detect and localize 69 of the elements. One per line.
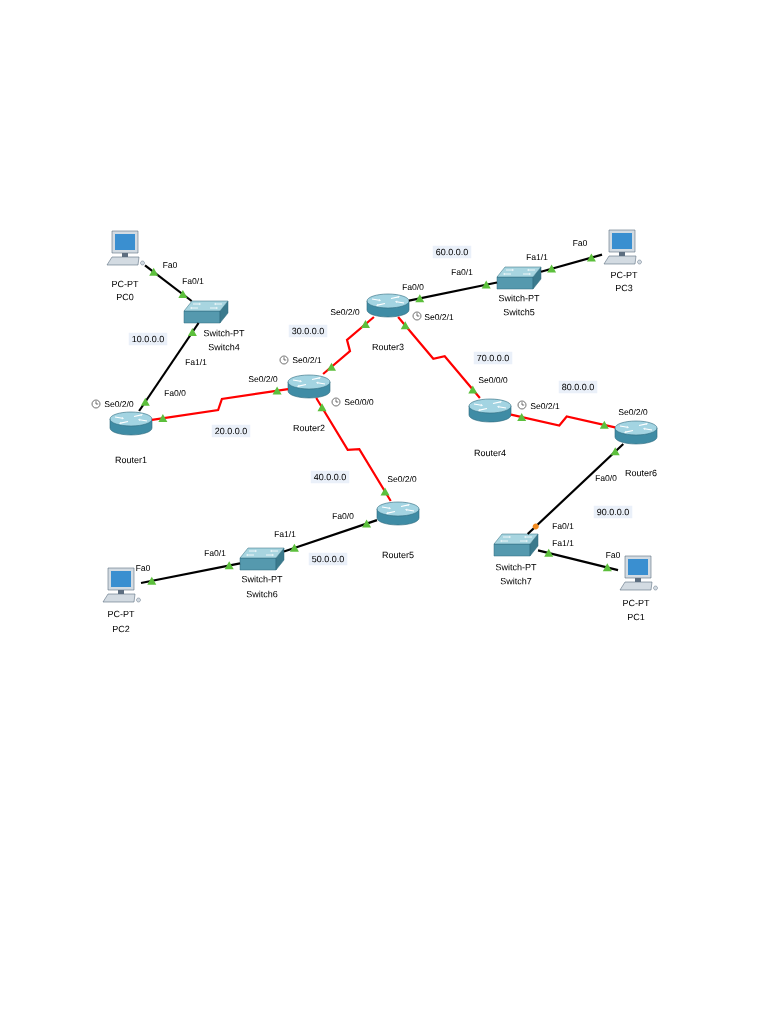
device-label: PC3 — [616, 284, 633, 292]
device-label: Switch-PT — [241, 575, 283, 583]
port-label: Se0/2/0 — [248, 375, 278, 383]
link-line — [283, 519, 378, 553]
port-label: Fa0 — [573, 240, 587, 246]
port-label: Fa1/1 — [274, 530, 296, 538]
device-label: Router1 — [115, 456, 147, 464]
link-line — [315, 397, 392, 502]
link-line — [526, 443, 625, 535]
device-label: Router3 — [372, 343, 404, 351]
device-label: Switch4 — [208, 343, 240, 351]
port-label: Se0/0/0 — [478, 376, 508, 384]
link-line — [144, 264, 193, 302]
device-label: Router6 — [625, 469, 657, 477]
port-label: Fa0/1 — [204, 549, 226, 557]
network-label: 30.0.0.0 — [288, 324, 328, 338]
link-line — [138, 322, 200, 412]
port-label: Fa1/1 — [185, 358, 207, 366]
link-line — [322, 316, 375, 375]
device-label: Switch7 — [500, 577, 532, 585]
device-label: Router5 — [382, 551, 414, 559]
port-label: Fa1/1 — [526, 253, 548, 261]
port-label: Fa0/0 — [595, 474, 617, 482]
port-label: Se0/2/1 — [424, 313, 454, 321]
device-label: PC1 — [628, 613, 645, 621]
port-label: Se0/2/1 — [530, 402, 560, 410]
port-label: Se0/2/0 — [387, 475, 417, 483]
port-label: Fa1/1 — [552, 539, 574, 547]
device-label: Switch-PT — [498, 294, 540, 302]
device-label: Switch6 — [246, 590, 278, 598]
port-label: Fa0/0 — [332, 512, 354, 520]
device-label: Switch5 — [503, 308, 535, 316]
link-line — [151, 388, 289, 421]
device-label: PC2 — [113, 625, 130, 633]
network-label: 80.0.0.0 — [558, 380, 598, 394]
link-line — [537, 549, 619, 572]
link-line — [140, 562, 241, 585]
device-label: PC0 — [117, 293, 134, 301]
device-label: Router4 — [474, 449, 506, 457]
link-line — [408, 281, 498, 302]
network-label: 90.0.0.0 — [593, 505, 633, 519]
network-label: 60.0.0.0 — [432, 245, 472, 259]
link-line — [397, 316, 481, 399]
network-label: 70.0.0.0 — [473, 351, 513, 365]
device-label: Router2 — [293, 424, 325, 432]
device-label: PC-PT — [112, 280, 139, 288]
device-label: PC-PT — [611, 271, 638, 279]
port-label: Fa0 — [163, 262, 177, 268]
device-label: Switch-PT — [203, 329, 245, 337]
network-label: 10.0.0.0 — [128, 332, 168, 346]
device-label: PC-PT — [108, 610, 135, 618]
device-label: PC-PT — [623, 599, 650, 607]
port-label: Se0/2/1 — [292, 356, 322, 364]
port-label: Fa0/1 — [451, 268, 473, 276]
port-label: Fa0/1 — [552, 522, 574, 530]
port-label: Se0/2/0 — [618, 408, 648, 416]
port-label: Fa0/0 — [402, 283, 424, 291]
network-label: 40.0.0.0 — [310, 470, 350, 484]
link-line — [510, 413, 616, 429]
network-label: 20.0.0.0 — [211, 424, 251, 438]
network-label: 50.0.0.0 — [308, 552, 348, 566]
port-label: Se0/0/0 — [344, 398, 374, 406]
device-label: Switch-PT — [495, 563, 537, 571]
port-label: Se0/2/0 — [104, 400, 134, 408]
port-label: Fa0/1 — [182, 277, 204, 285]
port-label: Fa0 — [606, 552, 620, 558]
port-label: Fa0/0 — [164, 389, 186, 397]
port-label: Fa0 — [136, 565, 150, 571]
link-line — [540, 253, 603, 273]
